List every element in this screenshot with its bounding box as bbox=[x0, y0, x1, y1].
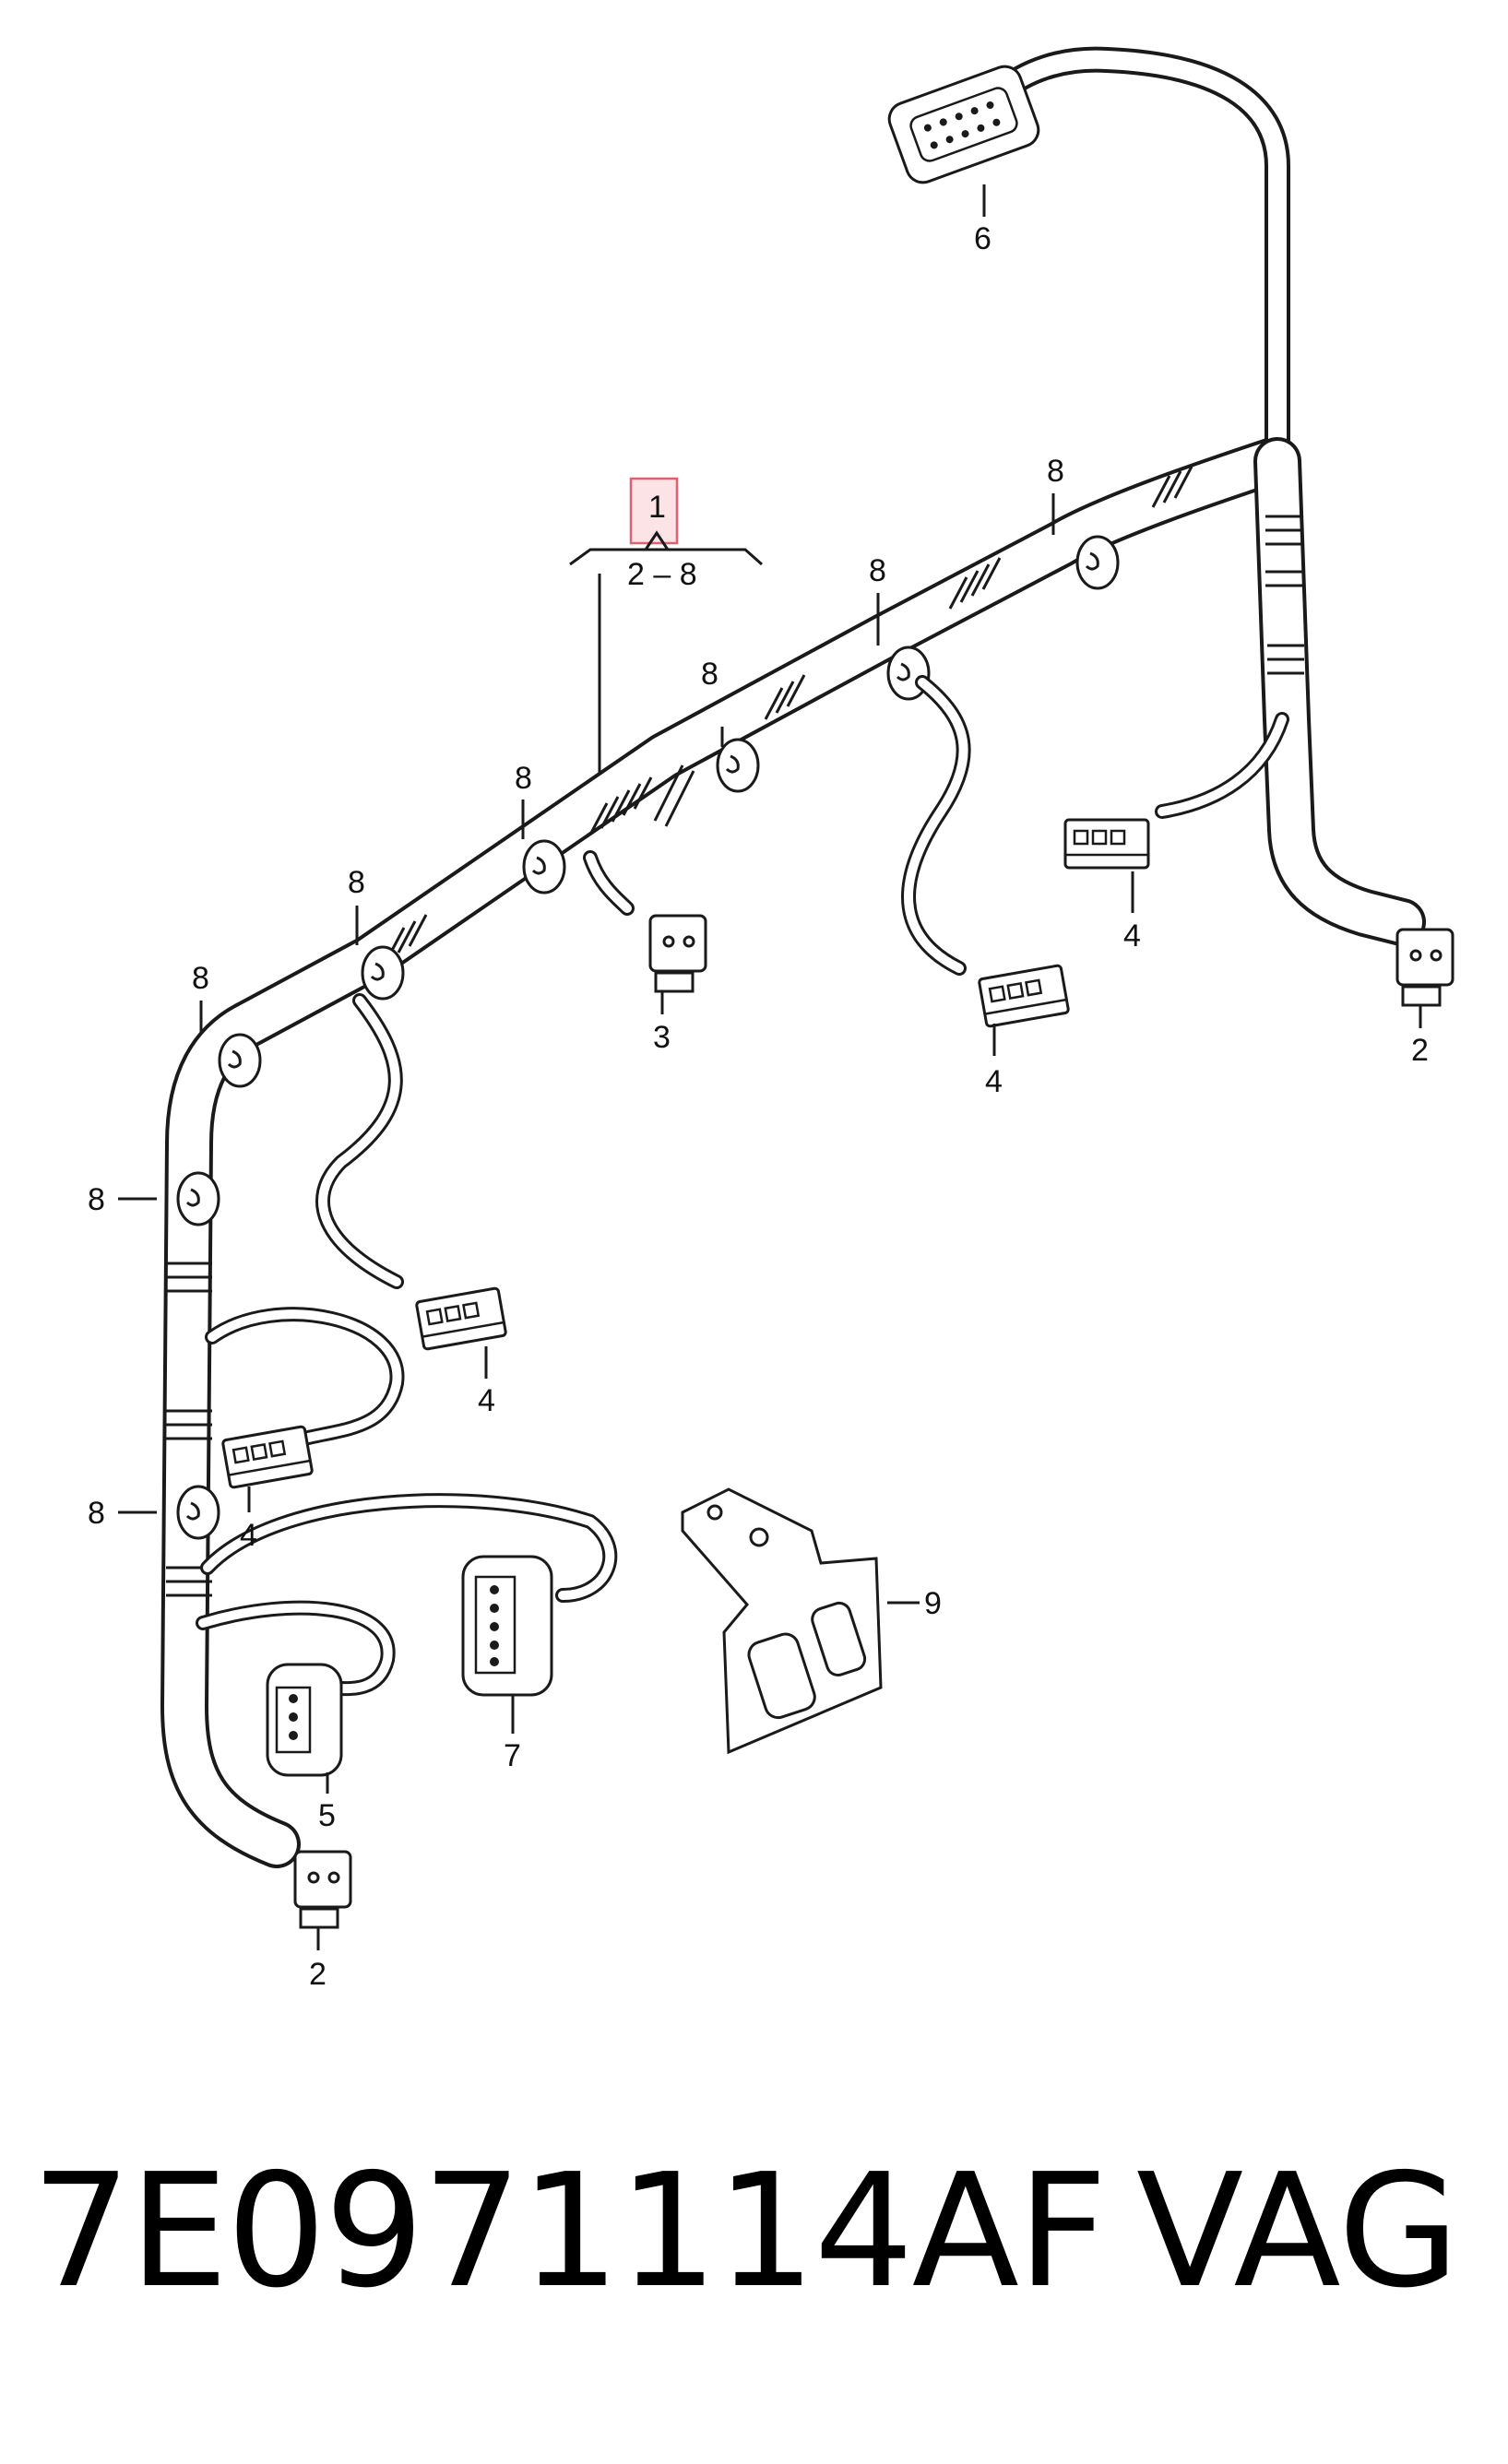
connector-4-b bbox=[977, 964, 1071, 1028]
callout-6: 6 bbox=[974, 221, 991, 256]
brand-label: VAG bbox=[1136, 2140, 1460, 2323]
callout-8-a: 8 bbox=[515, 761, 532, 796]
clip-8-g bbox=[176, 1171, 220, 1226]
trunk-ribbing bbox=[166, 466, 1304, 1597]
callout-1: 1 bbox=[648, 490, 666, 525]
callout-5: 5 bbox=[318, 1798, 336, 1833]
bracket-9 bbox=[681, 1487, 883, 1755]
connector-7 bbox=[461, 1555, 553, 1697]
connector-3 bbox=[648, 914, 707, 993]
callout-2-right: 2 bbox=[1411, 1033, 1429, 1068]
callout-3: 3 bbox=[653, 1020, 671, 1055]
main-callout-highlight bbox=[629, 477, 679, 545]
callout-4-a: 4 bbox=[1123, 918, 1141, 954]
connector-4-d bbox=[220, 1425, 315, 1489]
callout-2-bottom: 2 bbox=[309, 1957, 327, 1992]
connector-6 bbox=[887, 65, 1040, 184]
wiring-harness-diagram: 1 2 – 8 6 8 8 8 8 8 8 8 8 3 4 4 2 4 4 9 … bbox=[88, 46, 1455, 1992]
callout-8-c: 8 bbox=[869, 553, 886, 588]
connector-4-c bbox=[414, 1286, 508, 1351]
callout-9: 9 bbox=[924, 1586, 942, 1621]
harness-trunk bbox=[160, 46, 1426, 1868]
connector-2-right bbox=[1395, 928, 1455, 1007]
callout-8-f: 8 bbox=[192, 961, 209, 996]
clip-8-d bbox=[1075, 535, 1120, 590]
connector-5 bbox=[266, 1663, 343, 1777]
part-number: 7E0971114AF bbox=[31, 2140, 1108, 2323]
callout-8-g: 8 bbox=[88, 1182, 105, 1217]
clip-8-a bbox=[522, 839, 566, 894]
clip-8-b bbox=[716, 738, 760, 793]
connector-2-bottom bbox=[293, 1850, 352, 1929]
callout-8-h: 8 bbox=[88, 1496, 105, 1531]
clip-8-f bbox=[218, 1033, 262, 1088]
callout-8-b: 8 bbox=[701, 657, 718, 692]
callout-8-e: 8 bbox=[348, 865, 365, 900]
callout-4-d: 4 bbox=[240, 1518, 257, 1553]
callout-8-d: 8 bbox=[1047, 454, 1064, 489]
callout-4-c: 4 bbox=[478, 1383, 495, 1418]
clip-8-e bbox=[361, 945, 405, 1001]
callout-4-b: 4 bbox=[985, 1064, 1003, 1099]
clip-8-h bbox=[176, 1485, 220, 1540]
callout-7: 7 bbox=[504, 1738, 521, 1773]
callout-range: 2 – 8 bbox=[627, 557, 697, 592]
connector-4-a bbox=[1063, 818, 1150, 870]
